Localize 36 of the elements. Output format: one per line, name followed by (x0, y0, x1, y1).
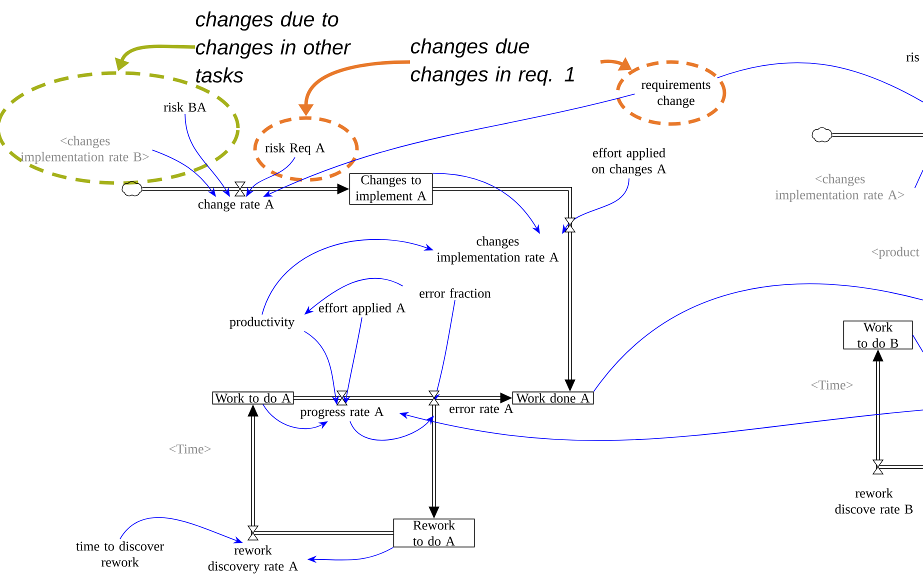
rate-label: change rate A (198, 199, 274, 212)
shadow-variable-label: <Time> (811, 380, 853, 390)
variable-label: requirements change (641, 80, 710, 108)
connector-line (912, 334, 923, 352)
variable-label: risk BA (164, 102, 206, 112)
connector-line (914, 170, 923, 188)
stock-box: Rework to do A (393, 518, 475, 548)
variable-label: ris (906, 52, 919, 62)
stock-box: Work done A (512, 392, 594, 404)
annotation-text: changes due changes in req. 1 (410, 38, 574, 86)
rate-label: rework discove rate B (835, 488, 913, 514)
stock-box: Work to do B (843, 320, 913, 350)
connector-line (716, 62, 923, 102)
cloud-icon (122, 181, 142, 196)
shadow-variable-label: <product (872, 246, 920, 260)
dashed-ellipse (253, 116, 359, 182)
cloud-icon (812, 127, 832, 142)
stock-box: Changes to implement A (349, 173, 433, 205)
variable-label: effort applied on changes A (592, 148, 666, 176)
variable-label: effort applied A (318, 302, 406, 316)
shadow-variable-label: <changes implementation rate B> (20, 136, 149, 164)
rate-label: rework discovery rate A (208, 545, 298, 574)
dashed-ellipse (616, 60, 726, 126)
variable-label: productivity (230, 316, 295, 330)
variable-label: error fraction (420, 288, 491, 298)
shadow-variable-label: <Time> (169, 444, 211, 454)
rate-label: error rate A (450, 404, 514, 414)
variable-label: risk Req A (265, 142, 325, 156)
rate-label: progress rate A (300, 407, 384, 419)
shadow-variable-label: <changes implementation rate A> (775, 174, 904, 202)
annotation-text: changes due to changes in other tasks (196, 11, 352, 83)
rate-label: changes implementation rate A (436, 236, 559, 264)
connector-line (593, 284, 923, 392)
variable-label: time to discover rework (76, 541, 164, 567)
flow-pipe (832, 133, 923, 137)
stock-box: Work to do A (212, 392, 294, 404)
